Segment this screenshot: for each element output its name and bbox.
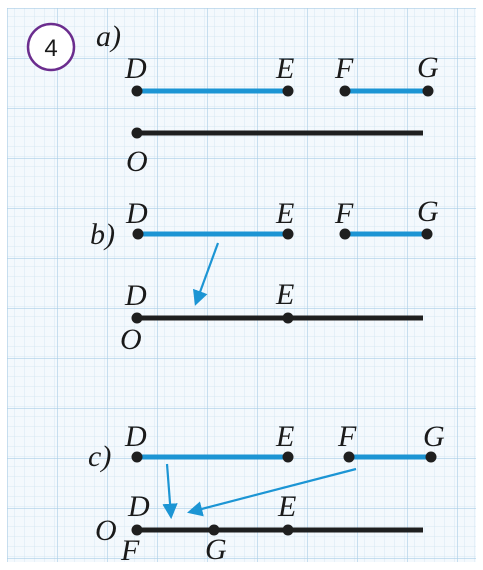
- part-b: b) D E F G D E O: [90, 195, 439, 356]
- point-e-label: E: [275, 420, 294, 453]
- badge-number: 4: [44, 35, 57, 62]
- point-d-dot: [132, 228, 144, 240]
- point-g-dot: [425, 451, 437, 463]
- point-e-on-ray-label: E: [275, 278, 294, 311]
- point-f-label: F: [334, 197, 354, 230]
- badge-circle: [26, 22, 76, 72]
- point-f-label: F: [334, 52, 354, 85]
- point-d-dot: [131, 85, 143, 97]
- point-e-dot: [282, 451, 294, 463]
- point-d-on-ray-label: D: [127, 490, 150, 523]
- point-d-label: D: [124, 420, 147, 453]
- point-g-label: G: [417, 195, 439, 228]
- point-g-on-ray-dot: [208, 524, 220, 536]
- point-e-on-ray-dot: [282, 524, 294, 536]
- transfer-arrow-de: [162, 463, 178, 520]
- part-a: a) D E F G O: [96, 20, 439, 178]
- point-g-label: G: [417, 51, 439, 84]
- point-g-label: G: [423, 420, 445, 453]
- point-f-dot: [339, 85, 351, 97]
- point-e-on-ray-dot: [282, 312, 294, 324]
- part-c: c) D E F G D E O F G: [88, 420, 445, 567]
- point-e-label: E: [275, 52, 294, 85]
- point-d-on-ray-label: D: [124, 279, 147, 312]
- point-f-dot: [339, 228, 351, 240]
- grid-lines: [7, 8, 476, 562]
- part-b-label: b): [90, 218, 115, 251]
- point-f-label: F: [337, 420, 357, 453]
- point-o-dot: [131, 127, 143, 139]
- point-e-label: E: [275, 197, 294, 230]
- point-g-on-ray-label: G: [205, 533, 227, 566]
- point-o-dot: [131, 312, 143, 324]
- part-a-label: a): [96, 20, 121, 53]
- point-f-on-ray-label: F: [120, 534, 140, 567]
- point-e-dot: [282, 85, 294, 97]
- point-o-label: O: [126, 145, 148, 178]
- point-o-label: O: [120, 323, 142, 356]
- point-d-label: D: [124, 52, 147, 85]
- point-e-dot: [282, 228, 294, 240]
- point-g-dot: [422, 85, 434, 97]
- point-d-dot: [131, 451, 143, 463]
- point-g-dot: [421, 228, 433, 240]
- transfer-arrow: [193, 242, 220, 306]
- point-d-label: D: [125, 197, 148, 230]
- point-f-dot: [343, 451, 355, 463]
- exercise-number-badge: 4: [26, 22, 76, 72]
- transfer-arrow-fg: [187, 467, 357, 517]
- part-c-label: c): [88, 440, 111, 473]
- point-o-dot: [131, 524, 143, 536]
- point-o-label: O: [95, 514, 117, 547]
- point-e-on-ray-label: E: [277, 490, 296, 523]
